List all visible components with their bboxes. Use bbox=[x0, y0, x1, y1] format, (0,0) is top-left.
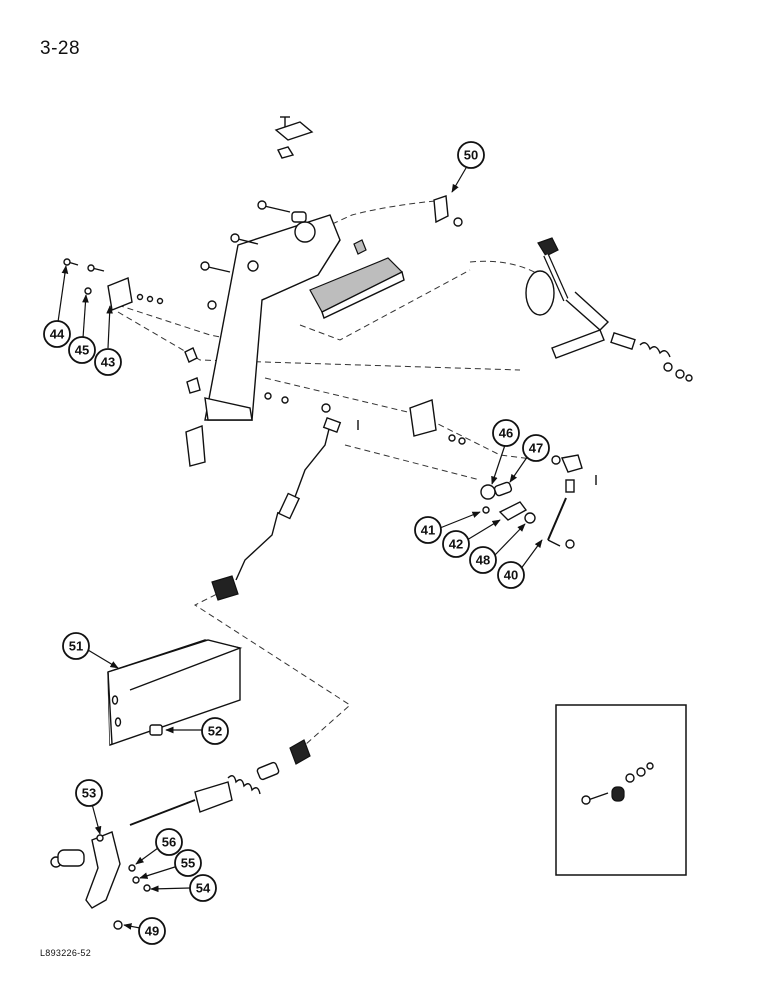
svg-text:44: 44 bbox=[50, 327, 65, 342]
svg-text:46: 46 bbox=[499, 426, 513, 441]
svg-text:40: 40 bbox=[504, 568, 518, 583]
callout-43: 43 bbox=[94, 348, 122, 376]
mounting-plate-43 bbox=[63, 258, 164, 311]
top-bracket-hardware bbox=[274, 116, 314, 159]
svg-text:51: 51 bbox=[69, 639, 83, 654]
callout-47: 47 bbox=[522, 434, 550, 462]
svg-text:45: 45 bbox=[75, 343, 89, 358]
callout-51: 51 bbox=[62, 632, 90, 660]
throttle-cable bbox=[211, 417, 342, 601]
inset-detail-box bbox=[555, 704, 687, 876]
bracket-50 bbox=[433, 195, 463, 227]
callout-42: 42 bbox=[442, 530, 470, 558]
drawing-code: L893226-52 bbox=[40, 948, 92, 958]
svg-text:53: 53 bbox=[82, 786, 96, 801]
callout-44: 44 bbox=[43, 320, 71, 348]
callout-46: 46 bbox=[492, 419, 520, 447]
callout-41: 41 bbox=[414, 516, 442, 544]
svg-text:48: 48 bbox=[476, 553, 490, 568]
svg-text:55: 55 bbox=[181, 856, 195, 871]
callout-52: 52 bbox=[201, 717, 229, 745]
svg-text:52: 52 bbox=[208, 724, 222, 739]
svg-text:49: 49 bbox=[145, 924, 159, 939]
control-console-bracket bbox=[185, 214, 341, 467]
svg-text:50: 50 bbox=[464, 148, 478, 163]
callout-49: 49 bbox=[138, 917, 166, 945]
mid-bracket bbox=[264, 392, 466, 445]
svg-text:56: 56 bbox=[162, 835, 176, 850]
callout-50: 50 bbox=[457, 141, 485, 169]
svg-text:54: 54 bbox=[196, 881, 211, 896]
svg-text:42: 42 bbox=[449, 537, 463, 552]
callout-48: 48 bbox=[469, 546, 497, 574]
guard-51 bbox=[107, 639, 243, 746]
rubber-pad bbox=[309, 257, 405, 319]
console-bolts bbox=[184, 200, 367, 394]
linkage-parts bbox=[480, 454, 597, 549]
svg-text:47: 47 bbox=[529, 441, 543, 456]
callout-45: 45 bbox=[68, 336, 96, 364]
callout-53: 53 bbox=[75, 779, 103, 807]
callout-40: 40 bbox=[497, 561, 525, 589]
callout-56: 56 bbox=[155, 828, 183, 856]
svg-text:43: 43 bbox=[101, 355, 115, 370]
callout-55: 55 bbox=[174, 849, 202, 877]
callout-54: 54 bbox=[189, 874, 217, 902]
lower-bracket-53 bbox=[50, 831, 151, 930]
page-number: 3-28 bbox=[40, 38, 81, 59]
throttle-lever-assembly bbox=[525, 237, 693, 382]
cable-end-lower bbox=[129, 739, 311, 826]
leader-lines bbox=[57, 167, 543, 930]
svg-text:41: 41 bbox=[421, 523, 435, 538]
